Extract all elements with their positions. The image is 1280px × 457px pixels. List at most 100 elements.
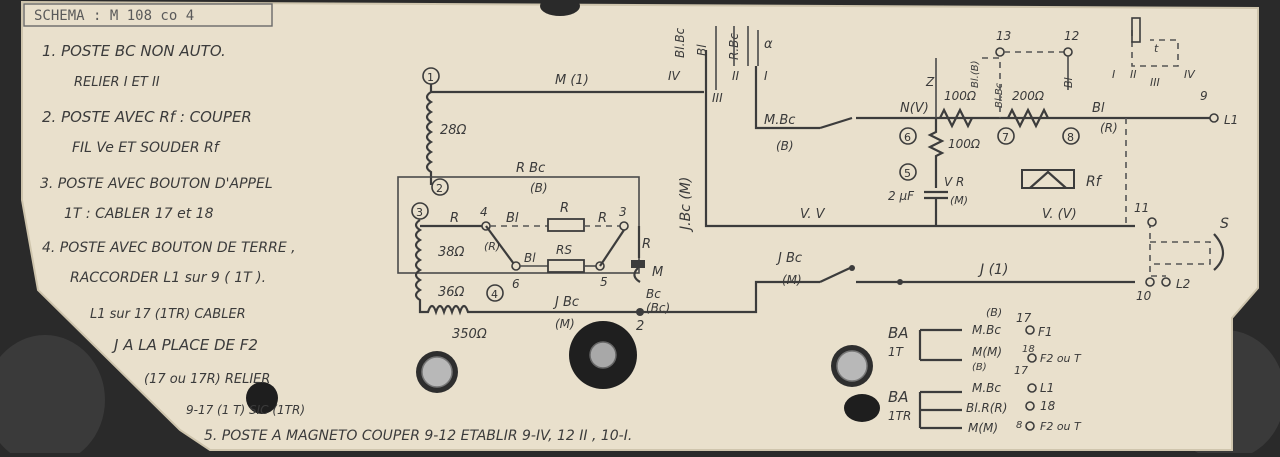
note-4-sub-4: (17 ou 17R) RELIER [144, 372, 270, 387]
cap-m-label: (M) [950, 194, 968, 207]
point-2-label: 2 [636, 319, 644, 334]
node-6-marker [899, 127, 917, 145]
wire-m1-label: M (1) [555, 73, 589, 88]
wire-diag-5-3 [599, 229, 625, 267]
node-5-label: 5 [904, 167, 911, 180]
left-screw-head [421, 356, 453, 388]
f2a-label: F2 ou T [1040, 352, 1082, 365]
note-4-sub-5: 9-17 (1 T) SIC (1TR) [186, 403, 305, 417]
n8b-label: 8 [1016, 420, 1022, 431]
m-low-label: (M) [555, 317, 575, 331]
n13-label: 13 [996, 29, 1011, 43]
n18a-label: 18 [1022, 344, 1035, 355]
n10-label: 10 [1136, 289, 1152, 303]
bl3-label: Bl [1092, 101, 1105, 116]
ba1-wires [918, 328, 962, 362]
note-2: 2. POSTE AVEC Rf : COUPER [42, 108, 252, 126]
contact-l1b [1027, 383, 1037, 393]
wire-vv [704, 50, 1135, 228]
contact-3 [619, 221, 629, 231]
switch-mbc [819, 116, 853, 130]
vv-label: V. V [800, 207, 826, 222]
wire-jbc-right [640, 280, 820, 314]
point-5-label: 5 [600, 275, 608, 289]
note-3: 3. POSTE AVEC BOUTON D'APPEL [40, 176, 273, 192]
sw-ii-label: II [1130, 68, 1137, 81]
switch-bank-wires [715, 26, 759, 90]
contact-10 [1145, 277, 1155, 287]
resistor-r-top [547, 218, 585, 232]
sw-iii-label: III [1150, 76, 1160, 89]
rs-label: RS [556, 243, 572, 257]
note-3-sub: 1T : CABLER 17 et 18 [64, 206, 214, 222]
contact-12 [1063, 47, 1073, 57]
z-label: Z [925, 75, 935, 89]
vr-label: V R [944, 175, 964, 189]
contact-f2a [1027, 353, 1037, 363]
note-4-sub-1: RACCORDER L1 sur 9 ( 1T ). [70, 270, 266, 286]
rf-glyph [1029, 170, 1067, 189]
n12-label: 12 [1064, 29, 1079, 43]
j1-label: J (1) [977, 262, 1008, 278]
coil-36-label: 36Ω [438, 285, 465, 300]
ba2-wires [918, 390, 962, 430]
n18b-label: 18 [1040, 399, 1056, 413]
mini-switch-body [1131, 17, 1141, 43]
sw-i-label: I [1112, 68, 1115, 81]
contact-18b [1025, 401, 1035, 411]
contact-f1 [1025, 325, 1035, 335]
coil-28-label: 28Ω [440, 123, 467, 138]
m-label: M [652, 265, 663, 280]
header-text: SCHEMA : M 108 co 4 [34, 8, 194, 24]
mm1-label: M(M) [972, 345, 1002, 359]
l2-label: L2 [1176, 277, 1190, 291]
i-label: I [764, 69, 768, 83]
r-paren-label: (R) [1100, 121, 1118, 135]
node-3-label: 3 [416, 206, 423, 219]
t2-label: 1TR [888, 409, 911, 423]
l1-label: L1 [1224, 113, 1238, 127]
coil-38-36 [414, 219, 423, 305]
b17b-label: (B) [972, 362, 987, 373]
b17-label: (B) [986, 306, 1002, 319]
s-label: S [1220, 216, 1229, 232]
note-4: 4. POSTE AVEC BOUTON DE TERRE , [42, 240, 296, 256]
point-6-label: 6 [512, 277, 520, 291]
note-2-sub: FIL Ve ET SOUDER Rf [72, 140, 221, 156]
r-c-label: R [598, 211, 607, 226]
point-4-label: 4 [480, 205, 488, 219]
mbc-b-label: (B) [776, 139, 794, 153]
node-4-marker [486, 284, 504, 302]
rbc-label: R Bc [516, 161, 545, 176]
note-4-sub-3: J A LA PLACE DE F2 [111, 336, 258, 354]
r-a-label: R [450, 211, 459, 226]
center-socket-pin [589, 341, 617, 369]
t1-label: 1T [888, 345, 905, 359]
blbc-label: Bl.Bc [673, 27, 687, 58]
note-1: 1. POSTE BC NON AUTO. [42, 42, 226, 60]
ink-blot-top [540, 0, 580, 16]
node-3-marker [411, 202, 429, 220]
cap-label: 2 μF [888, 189, 915, 203]
f2b-label: F2 ou T [1040, 420, 1082, 433]
node-7-label: 7 [1002, 131, 1009, 144]
magneto-symbol [631, 260, 645, 268]
n17b-label: 17 [1014, 364, 1028, 377]
switch-j [819, 267, 851, 283]
mbc3-label: M.Bc [972, 381, 1001, 395]
point-3-label: 3 [619, 205, 627, 219]
contact-11 [1147, 217, 1157, 227]
wire-mbc [754, 66, 820, 130]
node-8-marker [1062, 127, 1080, 145]
magneto-curve [633, 267, 641, 283]
vv2-label: V. (V) [1042, 207, 1077, 222]
n11-label: 11 [1134, 201, 1149, 215]
node-8-label: 8 [1067, 131, 1074, 144]
switch-j-contact [849, 265, 855, 271]
ba2-label: BA [888, 388, 909, 406]
s-symbol [1213, 233, 1225, 271]
sw-t-label: t [1154, 42, 1159, 55]
jbc-vertical-label: J.Bc (M) [678, 177, 694, 233]
ir-label: (R) [484, 240, 500, 253]
rf-label: Rf [1086, 174, 1103, 190]
